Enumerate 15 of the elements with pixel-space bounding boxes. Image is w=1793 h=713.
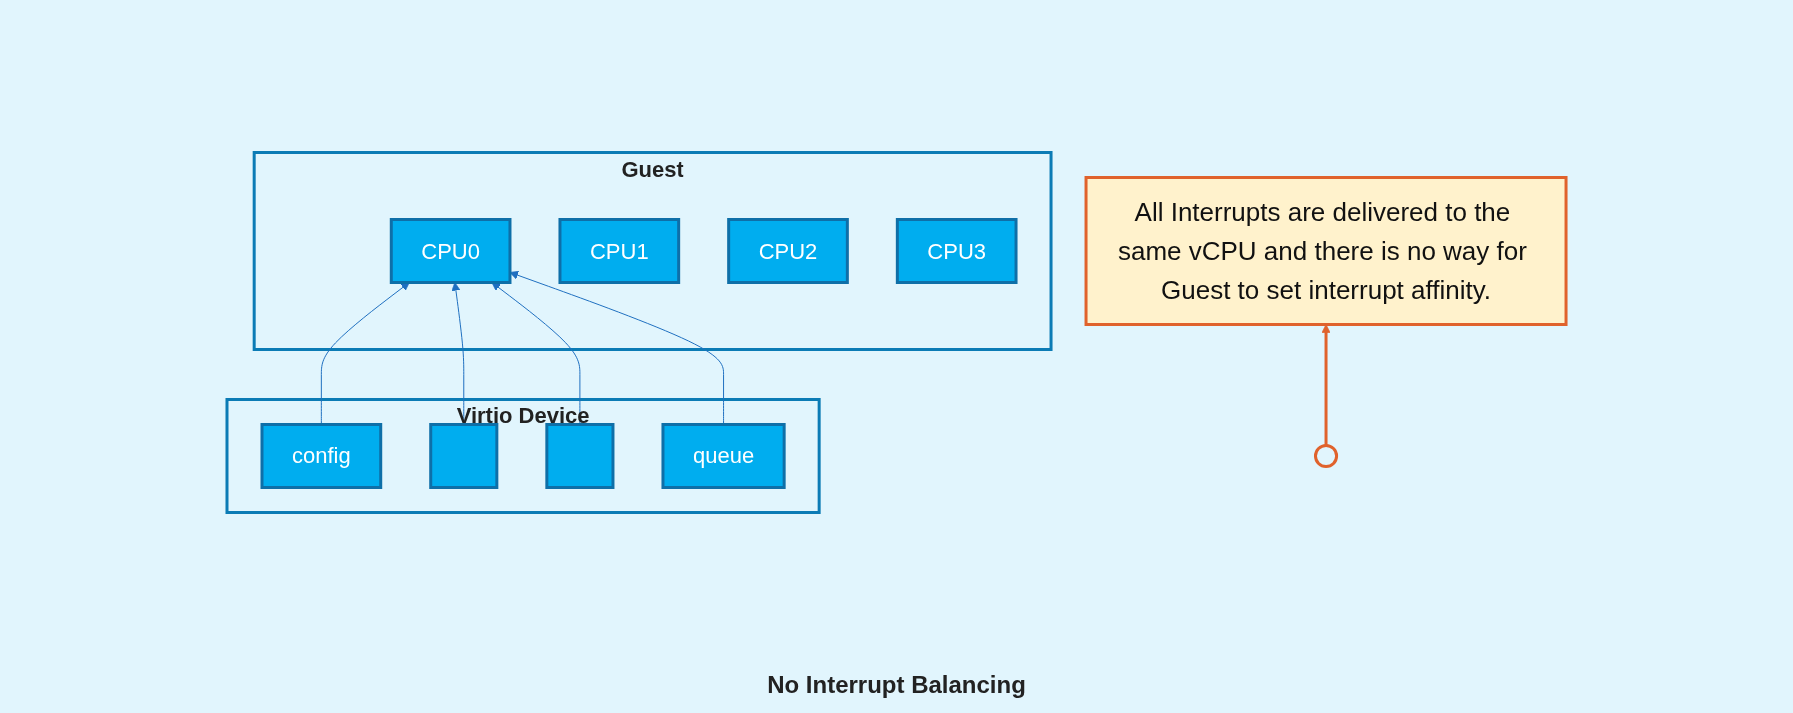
node-box: CPU2 xyxy=(727,218,849,284)
arrow xyxy=(320,282,410,425)
node-box xyxy=(545,423,615,489)
node-ellipse xyxy=(1313,443,1339,469)
node-box: config xyxy=(260,423,383,489)
node-box: CPU3 xyxy=(895,218,1018,284)
arrow xyxy=(509,270,725,425)
node-box: CPU0 xyxy=(389,218,512,284)
arrow xyxy=(491,282,581,425)
arrow xyxy=(1321,324,1331,446)
caption: No Interrupt Balancing xyxy=(767,670,1026,700)
node-box: CPU1 xyxy=(558,218,681,284)
node-box: queue xyxy=(661,423,786,489)
node-box xyxy=(429,423,499,489)
node-box: All Interrupts are delivered to the same vCPU and there is no way for Guest to set interrupt affinity. xyxy=(1084,176,1568,326)
